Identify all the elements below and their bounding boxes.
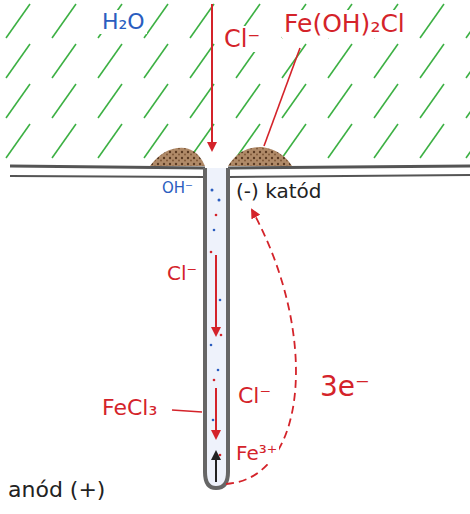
leader-line — [264, 48, 300, 146]
anode-label: anód (+) — [6, 478, 107, 502]
electron-label: 3e⁻ — [318, 372, 372, 403]
compound-label: FeCl₃ — [100, 396, 159, 420]
pit-ions — [210, 214, 223, 457]
metal-surface — [10, 175, 470, 177]
ion-label: Cl⁻ — [165, 262, 199, 284]
corrosion-pit — [205, 168, 228, 488]
ion-label: Cl⁻ — [236, 384, 273, 408]
leader-line — [172, 410, 202, 412]
metal-surface — [10, 166, 470, 168]
ion-label: OH⁻ — [160, 180, 195, 197]
deposit-label: Fe(OH)₂Cl — [282, 10, 407, 38]
ion-arrow — [215, 452, 217, 482]
chloride-arrow — [215, 388, 217, 438]
ion-label: Cl⁻ — [222, 26, 262, 52]
electron-path — [226, 210, 296, 484]
water-label: H₂O — [100, 10, 147, 34]
chloride-arrow — [215, 255, 217, 335]
water-hatching — [0, 0, 470, 160]
rust-deposit — [228, 147, 292, 166]
cathode-label: (-) katód — [234, 180, 323, 202]
chloride-arrow — [211, 4, 213, 150]
pit-ions — [210, 189, 222, 422]
ion-label: Fe³⁺ — [234, 442, 279, 464]
rust-deposit — [150, 148, 205, 166]
